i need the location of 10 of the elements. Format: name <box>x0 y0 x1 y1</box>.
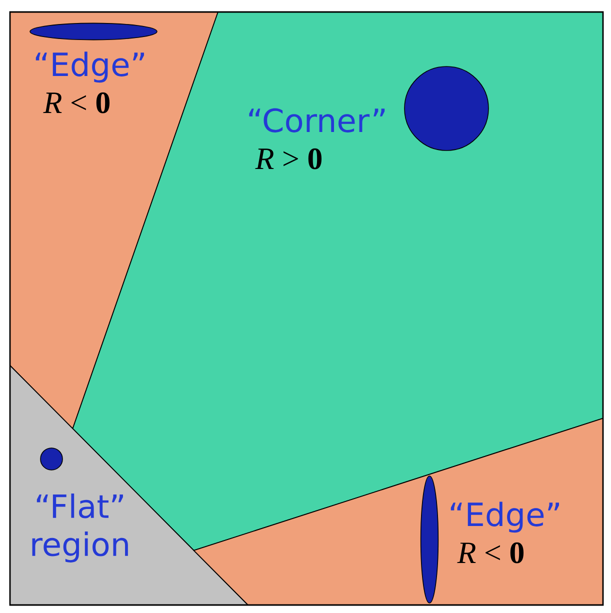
formula: R < 0 <box>43 92 110 114</box>
edge-region <box>193 418 604 606</box>
region-label: “Edge” <box>36 52 144 83</box>
edge-region <box>10 12 218 430</box>
flat-region <box>10 365 248 606</box>
formula: R > 0 <box>255 148 322 170</box>
formula: R < 0 <box>457 542 524 564</box>
region-label: “Corner” <box>249 108 385 132</box>
region-label: “Edge” <box>450 502 559 533</box>
region-label: “Flat” region <box>32 494 128 562</box>
